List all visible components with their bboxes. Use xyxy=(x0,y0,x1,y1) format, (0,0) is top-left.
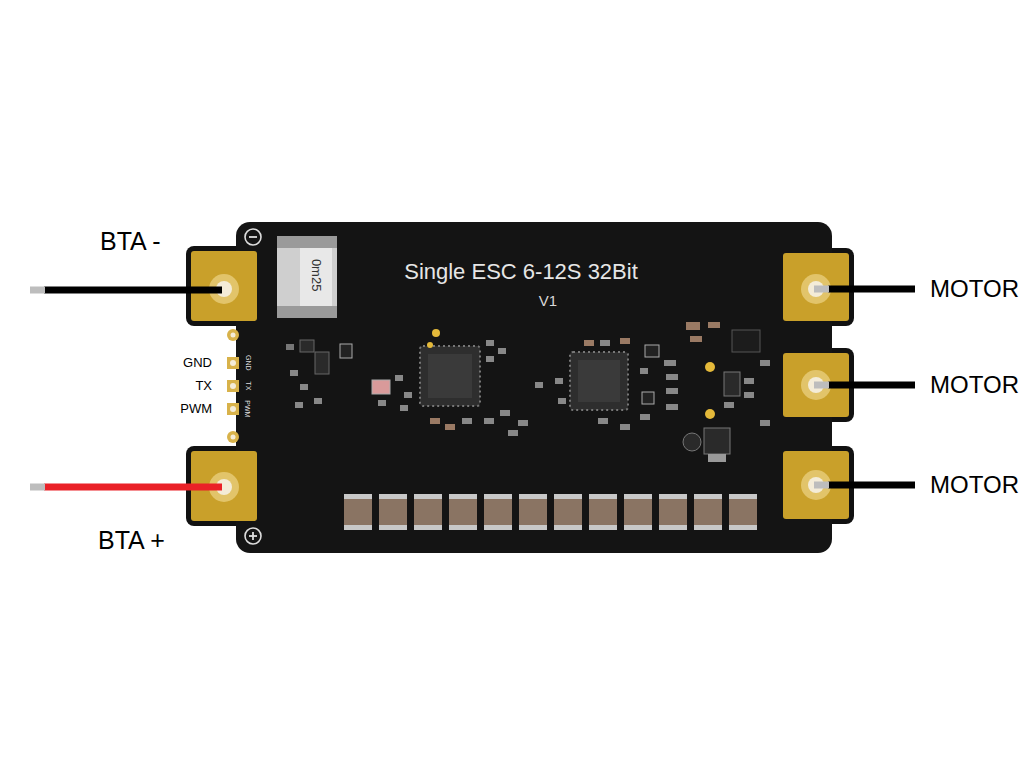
silkscreen-pin: PWM xyxy=(244,400,252,417)
terminal-label: MOTOR xyxy=(930,472,1019,498)
capacitor-bank xyxy=(344,494,757,530)
terminal-label: MOTOR xyxy=(930,276,1019,302)
minus-mark xyxy=(245,229,261,245)
version-text: V1 xyxy=(539,293,557,310)
pin-name: TX xyxy=(195,379,212,393)
board-tab xyxy=(186,246,262,326)
pin-name: PWM xyxy=(180,402,212,416)
pin-name: GND xyxy=(183,356,212,370)
ic-chip xyxy=(420,346,628,410)
signal-pads xyxy=(227,329,239,443)
wires xyxy=(30,289,915,487)
inductor xyxy=(277,236,337,318)
smd-parts xyxy=(286,322,770,462)
plus-mark xyxy=(245,528,261,544)
part-marking: 0m25 xyxy=(309,259,323,292)
terminal-label: MOTOR xyxy=(930,372,1019,398)
esc-board xyxy=(236,222,832,553)
silkscreen-pin: TX xyxy=(244,382,252,391)
via xyxy=(427,329,715,419)
terminal-label: BTA + xyxy=(98,527,165,555)
board-title: Single ESC 6-12S 32Bit xyxy=(404,260,638,284)
silkscreen-pin: GND xyxy=(244,355,252,371)
esc-board: Single ESC 6-12S 32BitV1 xyxy=(236,222,832,553)
terminal-label: BTA - xyxy=(100,228,161,256)
